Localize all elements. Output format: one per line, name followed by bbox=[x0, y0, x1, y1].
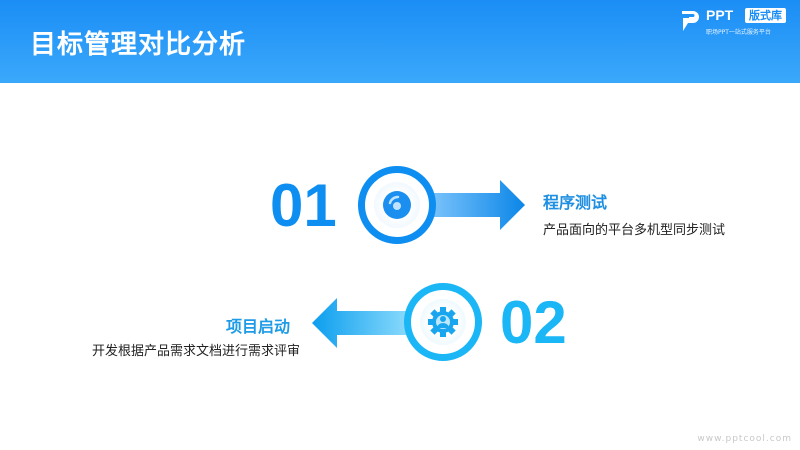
item-title: 程序测试 bbox=[543, 193, 608, 212]
item-icon-ring bbox=[404, 283, 482, 361]
camera-lens-icon bbox=[383, 191, 411, 219]
item-subtitle: 产品面向的平台多机型同步测试 bbox=[543, 223, 726, 238]
arrow-right-icon bbox=[430, 180, 525, 230]
header-bar: 目标管理对比分析 PPT 版式库 职场PPT一站式服务平台 bbox=[0, 0, 800, 83]
item-number: 02 bbox=[500, 289, 567, 356]
logo-badge: 版式库 bbox=[745, 8, 786, 23]
item-title: 项目启动 bbox=[225, 317, 290, 336]
arrow-left-icon bbox=[312, 298, 412, 348]
logo-brand: PPT bbox=[706, 7, 734, 23]
logo-tagline: 职场PPT一站式服务平台 bbox=[706, 29, 771, 36]
item-subtitle: 开发根据产品需求文档进行需求评审 bbox=[91, 344, 300, 359]
logo-p-icon bbox=[682, 11, 699, 31]
item-icon-ring bbox=[358, 166, 436, 244]
gear-user-icon bbox=[428, 307, 458, 337]
logo: PPT 版式库 职场PPT一站式服务平台 bbox=[680, 7, 795, 37]
watermark: www.pptcool.com bbox=[697, 434, 792, 444]
page-title: 目标管理对比分析 bbox=[30, 30, 247, 60]
item-number: 01 bbox=[270, 172, 337, 239]
